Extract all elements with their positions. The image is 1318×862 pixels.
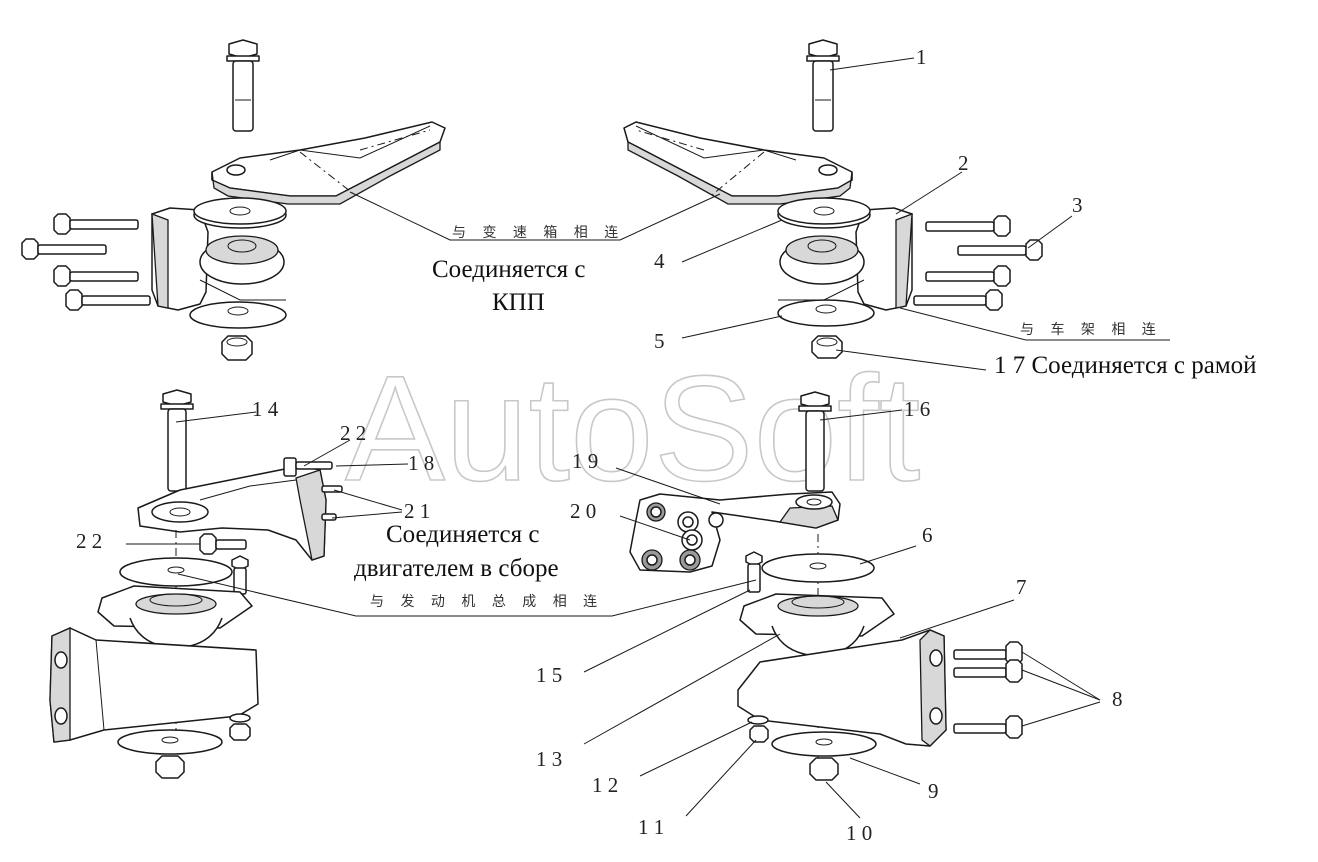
washer-right-6 — [761, 553, 875, 583]
caption-engine-ru-line1: Соединяется с — [386, 521, 540, 548]
label-12: 1 2 — [592, 773, 618, 797]
label-16: 1 6 — [904, 397, 930, 421]
nut-left-11 — [229, 723, 251, 741]
captions: 与 变 速 箱 相 连 Соединяется с КПП 与 车 架 相 连 … — [354, 225, 1257, 610]
label-1: 1 — [916, 45, 927, 69]
bolts-8 — [953, 641, 1023, 739]
nut-right-11 — [749, 725, 769, 743]
label-11: 1 1 — [638, 815, 664, 839]
bracket-top-left — [211, 121, 446, 205]
bracket-18 — [137, 465, 327, 561]
caption-engine-cn: 与 发 动 机 总 成 相 连 — [370, 594, 603, 610]
nut-top-right — [811, 335, 843, 359]
label-13: 1 3 — [536, 747, 562, 771]
nut-right-10 — [809, 757, 839, 781]
studs-21-22 — [199, 457, 343, 555]
label-4: 4 — [654, 249, 665, 273]
mount-body-top-right — [777, 197, 913, 327]
support-7-left — [49, 585, 259, 743]
bolt-14 — [160, 389, 194, 492]
label-8: 8 — [1112, 687, 1123, 711]
label-22-left: 2 2 — [76, 529, 102, 553]
label-3: 3 — [1072, 193, 1083, 217]
mount-body-top-left — [151, 197, 287, 329]
top-left-assembly — [21, 39, 446, 361]
mid-left-assembly — [49, 389, 343, 779]
bolt-15-right — [745, 551, 763, 593]
label-19: 1 9 — [572, 449, 598, 473]
label-22-top: 2 2 — [340, 421, 366, 445]
label-15: 1 5 — [536, 663, 562, 687]
label-6: 6 — [922, 523, 933, 547]
watermark: AutoSoft — [345, 344, 920, 512]
washer-left-6 — [119, 557, 233, 587]
bolts-right-side — [913, 215, 1043, 311]
label-21: 2 1 — [404, 499, 430, 523]
nut-top-left — [221, 335, 253, 361]
label-7: 7 — [1016, 575, 1027, 599]
washer-left-9 — [117, 729, 223, 755]
label-9: 9 — [928, 779, 939, 803]
washer-right-12 — [747, 715, 769, 725]
bolt-16 — [798, 391, 832, 492]
label-14: 1 4 — [252, 397, 279, 421]
label-20: 2 0 — [570, 499, 596, 523]
top-right-assembly — [623, 39, 1043, 359]
caption-gearbox-ru-line2: КПП — [492, 289, 545, 316]
nut-left-10 — [155, 755, 185, 779]
caption-frame-cn: 与 车 架 相 连 — [1020, 321, 1162, 338]
label-10: 1 0 — [846, 821, 872, 845]
part-number-labels: 1 2 3 4 5 6 7 8 9 1 0 1 1 1 2 1 3 1 4 1 … — [76, 45, 1123, 845]
caption-gearbox-cn: 与 变 速 箱 相 连 — [452, 225, 624, 241]
bolt-top-left — [226, 39, 260, 132]
label-2: 2 — [958, 151, 969, 175]
label-5: 5 — [654, 329, 665, 353]
leader-lines — [126, 57, 1170, 819]
washer-left-12 — [229, 713, 251, 723]
support-7-right — [737, 593, 947, 747]
washer-right-9 — [771, 731, 877, 757]
caption-engine-ru-line2: двигателем в сборе — [354, 555, 559, 582]
bolt-top-right — [806, 39, 840, 132]
caption-frame-ru: 1 7 Соединяется с рамой — [994, 352, 1257, 379]
bracket-19 — [629, 491, 841, 573]
bracket-top-right — [623, 121, 853, 205]
mid-right-assembly — [629, 391, 1023, 781]
caption-gearbox-ru-line1: Соединяется с — [432, 256, 586, 283]
bolts-left-side — [21, 213, 151, 311]
label-18: 1 8 — [408, 451, 434, 475]
